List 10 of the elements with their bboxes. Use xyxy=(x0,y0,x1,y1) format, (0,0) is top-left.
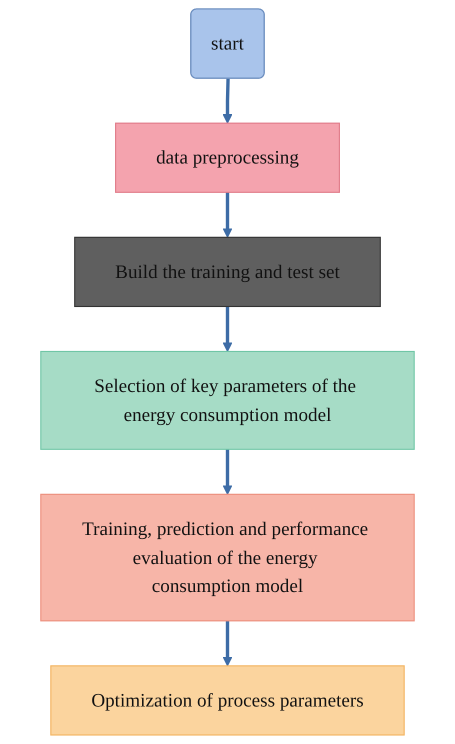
node-box: Optimization of process parameters xyxy=(50,665,405,736)
arrow xyxy=(222,192,232,238)
node-box: Selection of key parameters of the energy consumption model xyxy=(40,350,415,450)
arrow xyxy=(222,620,232,666)
node-box: Build the training and test set xyxy=(74,236,381,308)
node-box: data preprocessing xyxy=(115,122,340,193)
arrow xyxy=(222,449,232,495)
arrow xyxy=(222,78,232,124)
arrow xyxy=(222,306,232,352)
node-box: Training, prediction and performance evaluation of the energy consumption model xyxy=(40,494,415,622)
